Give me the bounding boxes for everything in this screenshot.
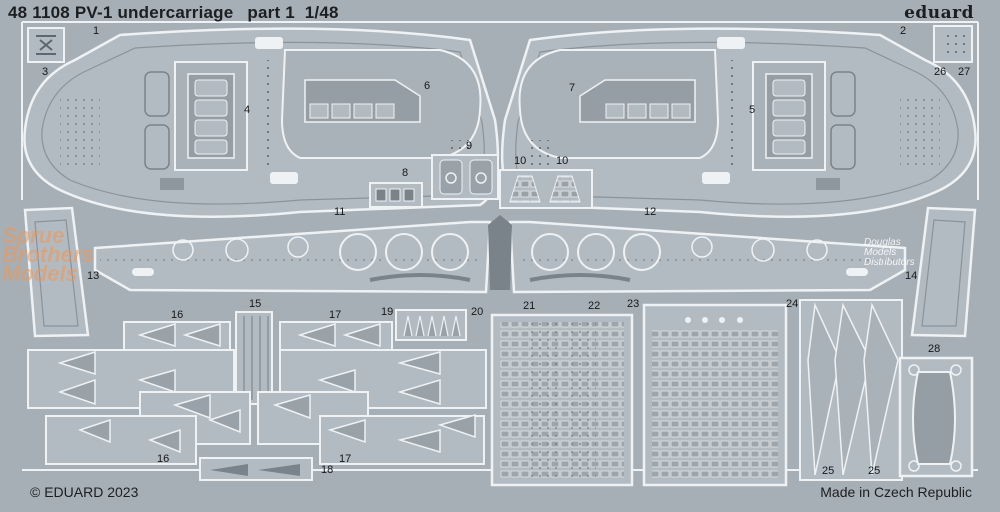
part-number: 24 [786, 298, 799, 310]
part-number: 25 [822, 465, 835, 477]
watermark-right: Douglas Models Distributors [864, 238, 915, 268]
part-number: 2 [900, 25, 907, 37]
part-16-lower [45, 391, 251, 465]
part-number: 9 [466, 140, 473, 152]
part-number: 14 [905, 270, 918, 282]
part-28 [898, 356, 974, 478]
part-19-20 [395, 309, 467, 341]
part-9 [431, 154, 499, 200]
watermark-right-line: Models [864, 247, 897, 258]
part-15 [235, 311, 273, 405]
watermark-right-line: Distributors [864, 257, 915, 268]
part-26-27 [933, 25, 973, 63]
part-number: 19 [381, 306, 394, 318]
part-18 [199, 457, 313, 481]
part-11-strip [93, 220, 492, 294]
watermark-left-line: Sprue [2, 223, 65, 248]
part-number: 18 [321, 464, 334, 476]
part-21-22 [490, 313, 634, 487]
copyright-text: © EDUARD 2023 [30, 484, 139, 500]
watermark-left: Sprue Brothers Models [2, 223, 94, 286]
part-number: 17 [339, 453, 352, 465]
part-number: 8 [402, 167, 409, 179]
part-number: 22 [588, 300, 601, 312]
part-number: 5 [749, 104, 756, 116]
origin-text: Made in Czech Republic [820, 484, 972, 500]
center-gate [488, 215, 512, 290]
part-17-lower [257, 391, 485, 465]
part-number: 27 [958, 66, 971, 78]
part-number: 11 [334, 206, 346, 218]
part-8 [369, 182, 423, 208]
part-number: 20 [471, 306, 484, 318]
part-number: 16 [171, 309, 184, 321]
part-25 [799, 299, 903, 481]
part-12-strip [508, 220, 907, 294]
part-label: part 1 [247, 3, 295, 22]
part-1-left-panel [23, 27, 500, 218]
product-title: 48 1108 PV-1 undercarriage part 1 1/48 [8, 3, 339, 23]
part-number: 25 [868, 465, 881, 477]
part-number: 21 [523, 300, 536, 312]
part-number: 12 [644, 206, 657, 218]
scale-label: 1/48 [304, 3, 339, 22]
part-number: 6 [424, 80, 431, 92]
watermark-left-line: Brothers [2, 242, 94, 267]
part-number: 23 [627, 298, 640, 310]
part-23-24 [642, 303, 788, 487]
part-number: 1 [93, 25, 100, 37]
watermark-right-line: Douglas [864, 237, 901, 248]
part-number: 10 [556, 155, 569, 167]
part-10 [499, 169, 593, 209]
part-number: 10 [514, 155, 527, 167]
part-number: 17 [329, 309, 342, 321]
part-number: 7 [569, 82, 576, 94]
part-number: 3 [42, 66, 49, 78]
part-14-door [910, 206, 977, 338]
product-code: 48 1108 [8, 3, 70, 22]
part-number: 28 [928, 343, 941, 355]
part-2-right-panel [500, 27, 977, 218]
fret-frame [21, 21, 979, 471]
part-number: 26 [934, 66, 947, 78]
part-number: 4 [244, 104, 251, 116]
part-number: 16 [157, 453, 170, 465]
product-name: PV-1 undercarriage [74, 3, 234, 22]
part-number: 15 [249, 298, 262, 310]
watermark-left-line: Models [2, 261, 78, 286]
brand-logo: eduard [904, 3, 974, 23]
part-13-door [23, 206, 90, 338]
part-3 [27, 27, 65, 63]
part-number: 13 [87, 270, 100, 282]
